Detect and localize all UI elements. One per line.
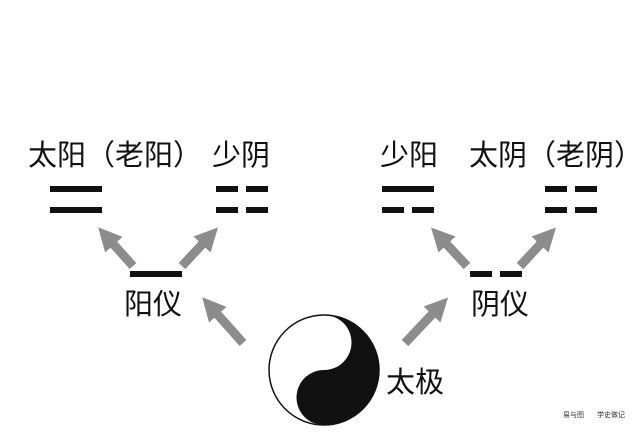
shao-yin-symbol (216, 186, 268, 213)
arrow-yang-yi-to-shao-yin (178, 227, 218, 270)
label-yin-yi: 阴仪 (471, 287, 530, 321)
yin-yi-symbol (470, 271, 522, 277)
yin-yang-icon (268, 314, 380, 426)
yang-yi-symbol (130, 271, 182, 277)
tai-yang-symbol (50, 186, 102, 213)
arrow-yin-yi-to-tai-yin (516, 227, 556, 270)
label-shao-yin: 少阴 (212, 138, 271, 172)
label-shao-yang: 少阳 (380, 138, 439, 172)
label-tai-yin: 太阴（老阴） (469, 138, 640, 172)
label-taiji: 太极 (386, 365, 445, 399)
arrow-yang-yi-to-tai-yang (98, 227, 137, 270)
footer-left-text: 易与图 (563, 411, 584, 419)
label-yang-yi: 阳仪 (124, 287, 183, 321)
shao-yang-symbol (382, 186, 434, 213)
footer-right-text: 学史做记 (597, 411, 625, 419)
arrow-yin-yi-to-shao-yang (431, 227, 471, 270)
label-tai-yang: 太阳（老阳） (28, 138, 203, 172)
arrow-taiji-to-yin-yi (401, 297, 449, 347)
tai-yin-symbol (545, 186, 597, 213)
arrow-taiji-to-yang-yi (202, 297, 247, 346)
